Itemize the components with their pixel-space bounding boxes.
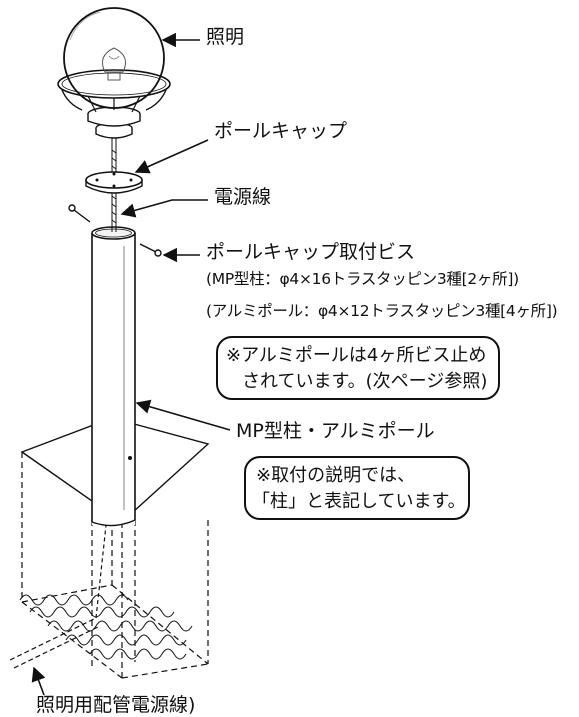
conduit-arrow bbox=[31, 666, 46, 696]
pole bbox=[91, 226, 136, 527]
cap-screws bbox=[68, 204, 162, 257]
label-pole: MP型柱・アルミポール bbox=[236, 420, 435, 442]
note-pole-line-1: ※取付の説明では、 bbox=[256, 465, 416, 486]
label-alu-screw-spec: (アルミポール：φ4×12トラスタッピン3種[4ヶ所]) bbox=[206, 302, 558, 320]
note-aluminum-line-2: されています。(次ページ参照) bbox=[242, 371, 488, 392]
gravel-bed bbox=[19, 594, 193, 660]
arrow-pole bbox=[135, 399, 231, 431]
note-aluminum-pole: ※アルミポールは4ヶ所ビス止め されています。(次ページ参照) bbox=[216, 336, 500, 400]
note-pole-line-2: 「柱」と表記しています。 bbox=[252, 491, 466, 512]
label-conduit: 照明用配管電源線) bbox=[36, 694, 196, 716]
label-mp-screw-spec: (MP型柱：φ4×16トラスタッピン3種[2ヶ所]) bbox=[206, 270, 519, 288]
label-cap-screw: ポールキャップ取付ビス bbox=[206, 241, 416, 263]
light-fixture bbox=[57, 7, 171, 139]
conduit-cable bbox=[9, 469, 113, 669]
arrow-power-line bbox=[120, 199, 208, 218]
pole-cap bbox=[85, 171, 143, 194]
label-light: 照明 bbox=[206, 26, 245, 48]
arrow-pole-cap bbox=[134, 139, 209, 174]
note-aluminum-line-1: ※アルミポールは4ヶ所ビス止め bbox=[226, 345, 487, 366]
label-pole-cap: ポールキャップ bbox=[214, 120, 348, 142]
note-pole-naming: ※取付の説明では、 「柱」と表記しています。 bbox=[244, 456, 470, 520]
label-power-line: 電源線 bbox=[214, 186, 272, 208]
leader-arrows bbox=[120, 32, 231, 431]
